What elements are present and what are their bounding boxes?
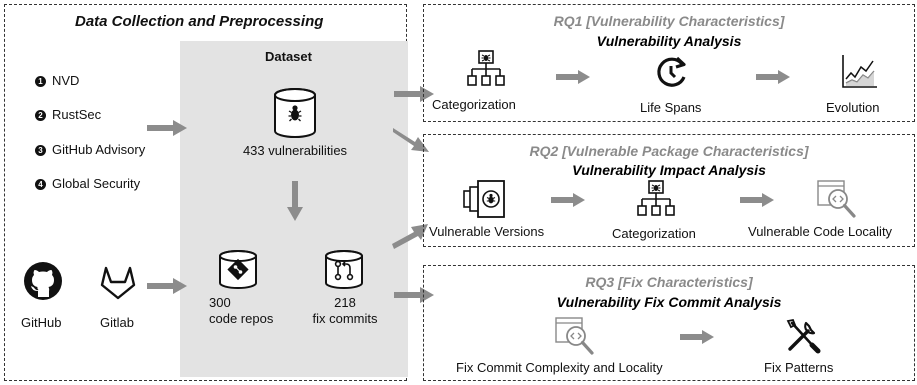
arrow-sources-to-dataset (147, 120, 187, 136)
arrow-rq1-2 (756, 70, 790, 84)
arrow-platforms-to-dataset (147, 278, 187, 294)
number-badge: 2 (35, 110, 46, 121)
rq3-title: RQ3 [Fix Characteristics] (585, 274, 753, 290)
line-chart-icon (842, 55, 877, 88)
vulnerabilities-label: 433 vulnerabilities (220, 143, 370, 158)
vulnerabilities-count: 433 (242, 143, 265, 158)
source-rustsec: 2 RustSec (35, 107, 101, 122)
arrow-dataset-down (287, 181, 303, 221)
repos-label: 300 code repos (209, 295, 273, 327)
git-repo-icon (219, 250, 257, 289)
github-label: GitHub (21, 315, 62, 330)
number-badge: 4 (35, 179, 46, 190)
tools-icon (786, 318, 821, 354)
panel-title: Data Collection and Preprocessing (75, 13, 324, 30)
source-label: GitHub Advisory (52, 142, 146, 157)
hierarchy-bug-icon (467, 50, 505, 86)
rq3-step-fix-patterns: Fix Patterns (764, 360, 834, 375)
source-github-advisory: 3 GitHub Advisory (35, 142, 145, 157)
rq1-title: RQ1 [Vulnerability Characteristics] (553, 13, 785, 29)
rq1-subtitle: Vulnerability Analysis (596, 33, 742, 49)
rq3-step-commit-complexity: Fix Commit Complexity and Locality (456, 360, 663, 375)
version-icon (463, 180, 505, 218)
clock-refresh-icon (657, 56, 686, 87)
source-label: NVD (52, 73, 80, 88)
commits-text: fix commits (312, 311, 378, 326)
rq2-step-code-locality: Vulnerable Code Locality (748, 224, 893, 239)
arrow-to-rq1 (394, 86, 434, 102)
data-collection-panel: Data Collection and Preprocessing Datase… (4, 4, 408, 381)
code-search-icon (555, 317, 594, 355)
rq2-title: RQ2 [Vulnerable Package Characteristics] (529, 143, 809, 159)
github-icon (24, 262, 62, 300)
code-search-icon (817, 180, 856, 218)
gitlab-icon (100, 266, 136, 300)
rq2-step-vulnerable-versions: Vulnerable Versions (429, 224, 545, 239)
database-bug-icon (274, 88, 316, 138)
commits-count: 218 (334, 295, 356, 310)
rq2-step-categorization: Categorization (612, 226, 696, 241)
source-label: Global Security (52, 176, 141, 191)
commits-label: 218 fix commits (305, 295, 385, 327)
rq1-step-evolution: Evolution (826, 100, 880, 115)
arrow-rq2-1 (551, 193, 585, 207)
dataset-title: Dataset (265, 49, 312, 64)
arrow-rq2-2 (740, 193, 774, 207)
arrow-rq1-1 (556, 70, 590, 84)
gitlab-label: Gitlab (100, 315, 134, 330)
rq2-subtitle: Vulnerability Impact Analysis (572, 162, 766, 178)
arrow-rq3-1 (680, 330, 714, 344)
rq1-step-categorization: Categorization (432, 97, 516, 112)
number-badge: 1 (35, 76, 46, 87)
source-label: RustSec (52, 107, 102, 122)
repos-count: 300 (209, 295, 231, 310)
source-global-security: 4 Global Security (35, 176, 140, 191)
rq1-step-life-spans: Life Spans (640, 100, 702, 115)
repos-text: code repos (209, 311, 274, 326)
number-badge: 3 (35, 145, 46, 156)
rq1-panel: RQ1 [Vulnerability Characteristics] Vuln… (423, 4, 915, 122)
hierarchy-bug-icon (637, 180, 675, 216)
rq2-panel: RQ2 [Vulnerable Package Characteristics]… (423, 134, 915, 247)
vulnerabilities-text: vulnerabilities (268, 143, 348, 158)
rq3-subtitle: Vulnerability Fix Commit Analysis (556, 294, 782, 310)
arrow-to-rq2-lower (392, 224, 428, 249)
source-nvd: 1 NVD (35, 73, 79, 88)
arrow-to-rq2-upper (393, 128, 429, 152)
arrow-to-rq3 (394, 287, 434, 303)
commit-icon (325, 250, 363, 289)
rq3-panel: RQ3 [Fix Characteristics] Vulnerability … (423, 265, 915, 381)
